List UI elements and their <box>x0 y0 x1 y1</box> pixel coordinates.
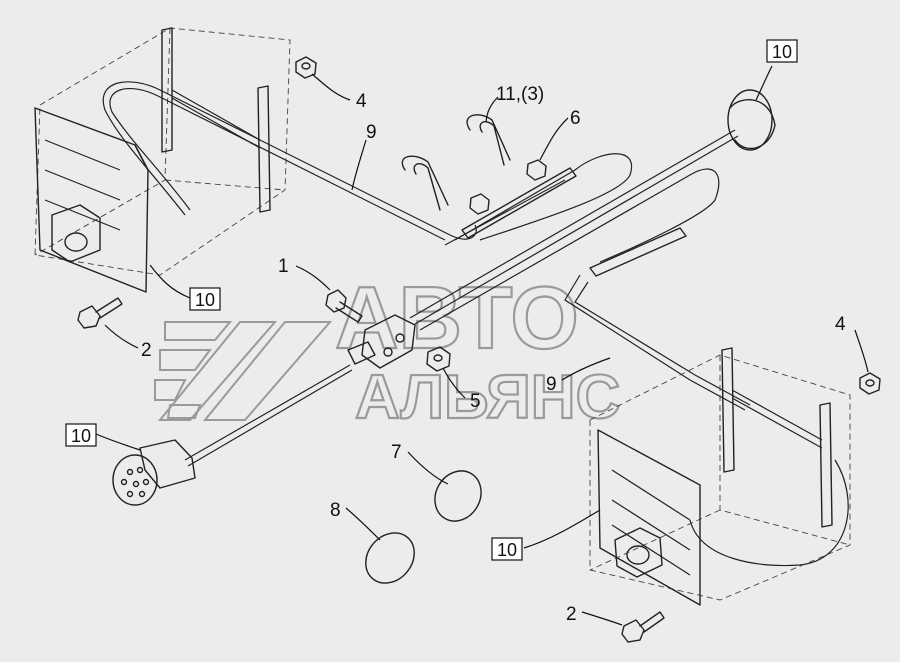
nut-5 <box>426 346 451 372</box>
callout-labels: 4 9 11,(3) 6 1 2 5 4 9 7 8 2 <box>141 84 846 625</box>
bolt-2-bottom <box>621 611 665 643</box>
u-bolt-upper <box>401 114 511 211</box>
reflector-7 <box>434 470 482 522</box>
watermark-logo <box>154 321 333 421</box>
rear-lamp-left <box>34 27 291 293</box>
trailer-plug <box>112 364 353 506</box>
box-callout-10-lower-right: 10 <box>491 537 523 561</box>
watermark-line1: АВТО <box>335 268 579 367</box>
callout-2-bottom: 2 <box>566 604 577 625</box>
svg-text:10: 10 <box>772 42 792 62</box>
callout-9-lower: 9 <box>546 374 557 395</box>
nut-4-upper <box>295 56 317 79</box>
callout-8: 8 <box>330 500 341 521</box>
watermark: АВТО АЛЬЯНС <box>154 267 621 433</box>
boxed-callouts: 10 10 10 10 <box>65 39 798 561</box>
watermark-line2: АЛЬЯНС <box>355 363 620 432</box>
box-callout-10-plug: 10 <box>65 423 97 447</box>
connector-top-right <box>409 89 776 325</box>
bolt-1 <box>325 289 363 323</box>
callout-1: 1 <box>278 256 289 277</box>
reflector-8 <box>365 532 415 584</box>
callout-2-left: 2 <box>141 340 152 361</box>
box-callout-10-top-right: 10 <box>766 39 798 63</box>
nut-4-right <box>859 372 881 395</box>
svg-text:10: 10 <box>71 426 91 446</box>
bolt-2-left <box>77 297 123 329</box>
svg-text:10: 10 <box>195 290 215 310</box>
box-callout-10-left: 10 <box>189 287 221 311</box>
callout-6: 6 <box>570 108 581 129</box>
callout-11: 11,(3) <box>496 84 544 105</box>
callout-5: 5 <box>470 391 481 412</box>
junction-box <box>347 314 416 369</box>
nut-6 <box>469 159 547 215</box>
callout-7: 7 <box>391 442 402 463</box>
callout-4-upper: 4 <box>356 91 367 112</box>
callout-9-upper: 9 <box>366 122 377 143</box>
callout-4-right: 4 <box>835 314 846 335</box>
rear-lamp-right <box>589 347 851 606</box>
leader-lines <box>95 65 869 626</box>
wire-harness-upper <box>102 81 633 246</box>
svg-text:10: 10 <box>497 540 517 560</box>
